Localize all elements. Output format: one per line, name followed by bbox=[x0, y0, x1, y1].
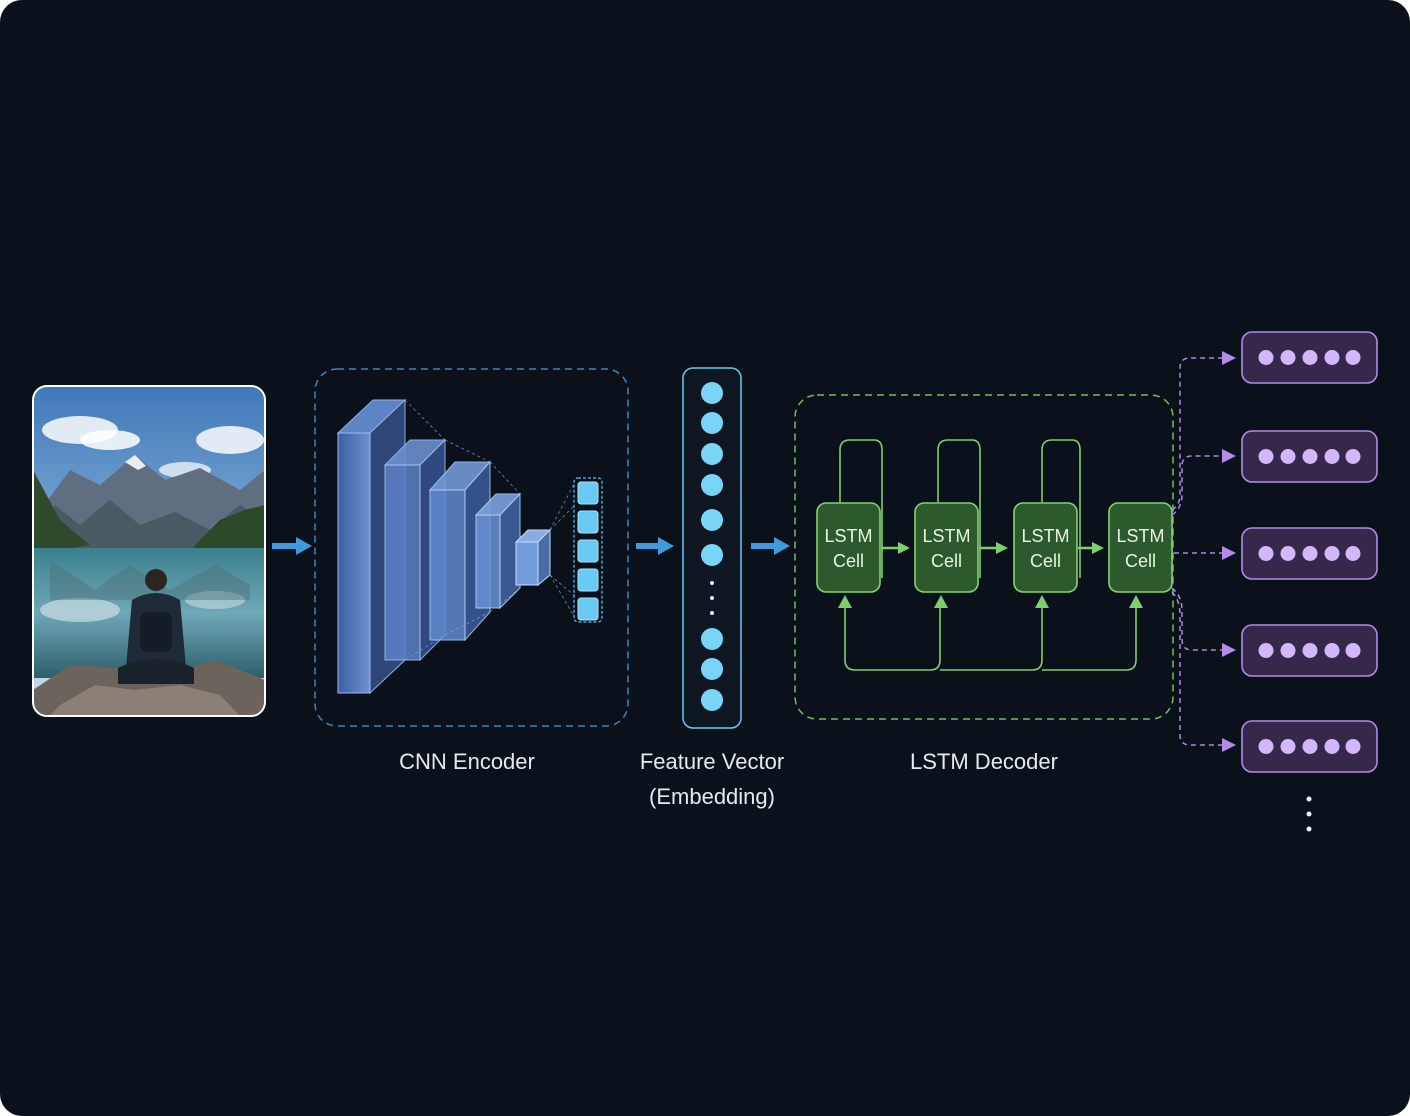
feature-vector bbox=[682, 367, 742, 729]
conv-layer-5 bbox=[514, 528, 552, 587]
lstm-cell-4: LSTM Cell bbox=[1108, 502, 1173, 593]
output-token-5 bbox=[1241, 720, 1378, 773]
svg-text:Cell: Cell bbox=[1125, 551, 1156, 571]
cnn-projection-lines bbox=[404, 399, 576, 661]
feedback-arrowheads bbox=[838, 595, 1143, 608]
svg-text:LSTM: LSTM bbox=[1021, 526, 1069, 546]
output-token-4 bbox=[1241, 624, 1378, 677]
lstm-cell-1: LSTM Cell bbox=[816, 502, 881, 593]
output-token-3 bbox=[1241, 527, 1378, 580]
cnn-encoder-block bbox=[314, 368, 629, 727]
person-figure bbox=[118, 569, 194, 684]
feedback-paths bbox=[844, 608, 1137, 671]
output-token-1 bbox=[1241, 331, 1378, 384]
feature-vector-label: Feature Vector bbox=[639, 749, 785, 774]
svg-text:Cell: Cell bbox=[931, 551, 962, 571]
lstm-decoder-label: LSTM Decoder bbox=[910, 749, 1058, 774]
svg-text:LSTM: LSTM bbox=[922, 526, 970, 546]
feature-vector-sublabel: (Embedding) bbox=[649, 784, 775, 809]
lstm-cell-3: LSTM Cell bbox=[1013, 502, 1078, 593]
svg-text:Cell: Cell bbox=[1030, 551, 1061, 571]
cnn-encoder-label: CNN Encoder bbox=[399, 749, 535, 774]
svg-text:LSTM: LSTM bbox=[824, 526, 872, 546]
cnn-feature-cubes bbox=[573, 477, 603, 623]
arrow-image-to-cnn bbox=[272, 537, 312, 555]
cell-connections bbox=[881, 542, 1104, 554]
vertical-ellipsis-icon bbox=[710, 581, 714, 615]
svg-text:Cell: Cell bbox=[833, 551, 864, 571]
arrow-cnn-to-feature bbox=[636, 537, 674, 555]
output-continuation-ellipsis-icon bbox=[1306, 796, 1312, 832]
output-arrowheads bbox=[1222, 351, 1236, 752]
lstm-decoder-block: LSTM Cell LSTM Cell LSTM Cell LSTM Cell bbox=[794, 394, 1174, 720]
input-image bbox=[32, 385, 266, 717]
lstm-cell-2: LSTM Cell bbox=[914, 502, 979, 593]
recurrent-loops bbox=[839, 439, 1081, 578]
svg-text:LSTM: LSTM bbox=[1116, 526, 1164, 546]
conv-layer-4 bbox=[474, 492, 522, 610]
output-token-2 bbox=[1241, 430, 1378, 483]
arrow-feature-to-lstm bbox=[751, 537, 790, 555]
output-connectors bbox=[1171, 357, 1222, 746]
